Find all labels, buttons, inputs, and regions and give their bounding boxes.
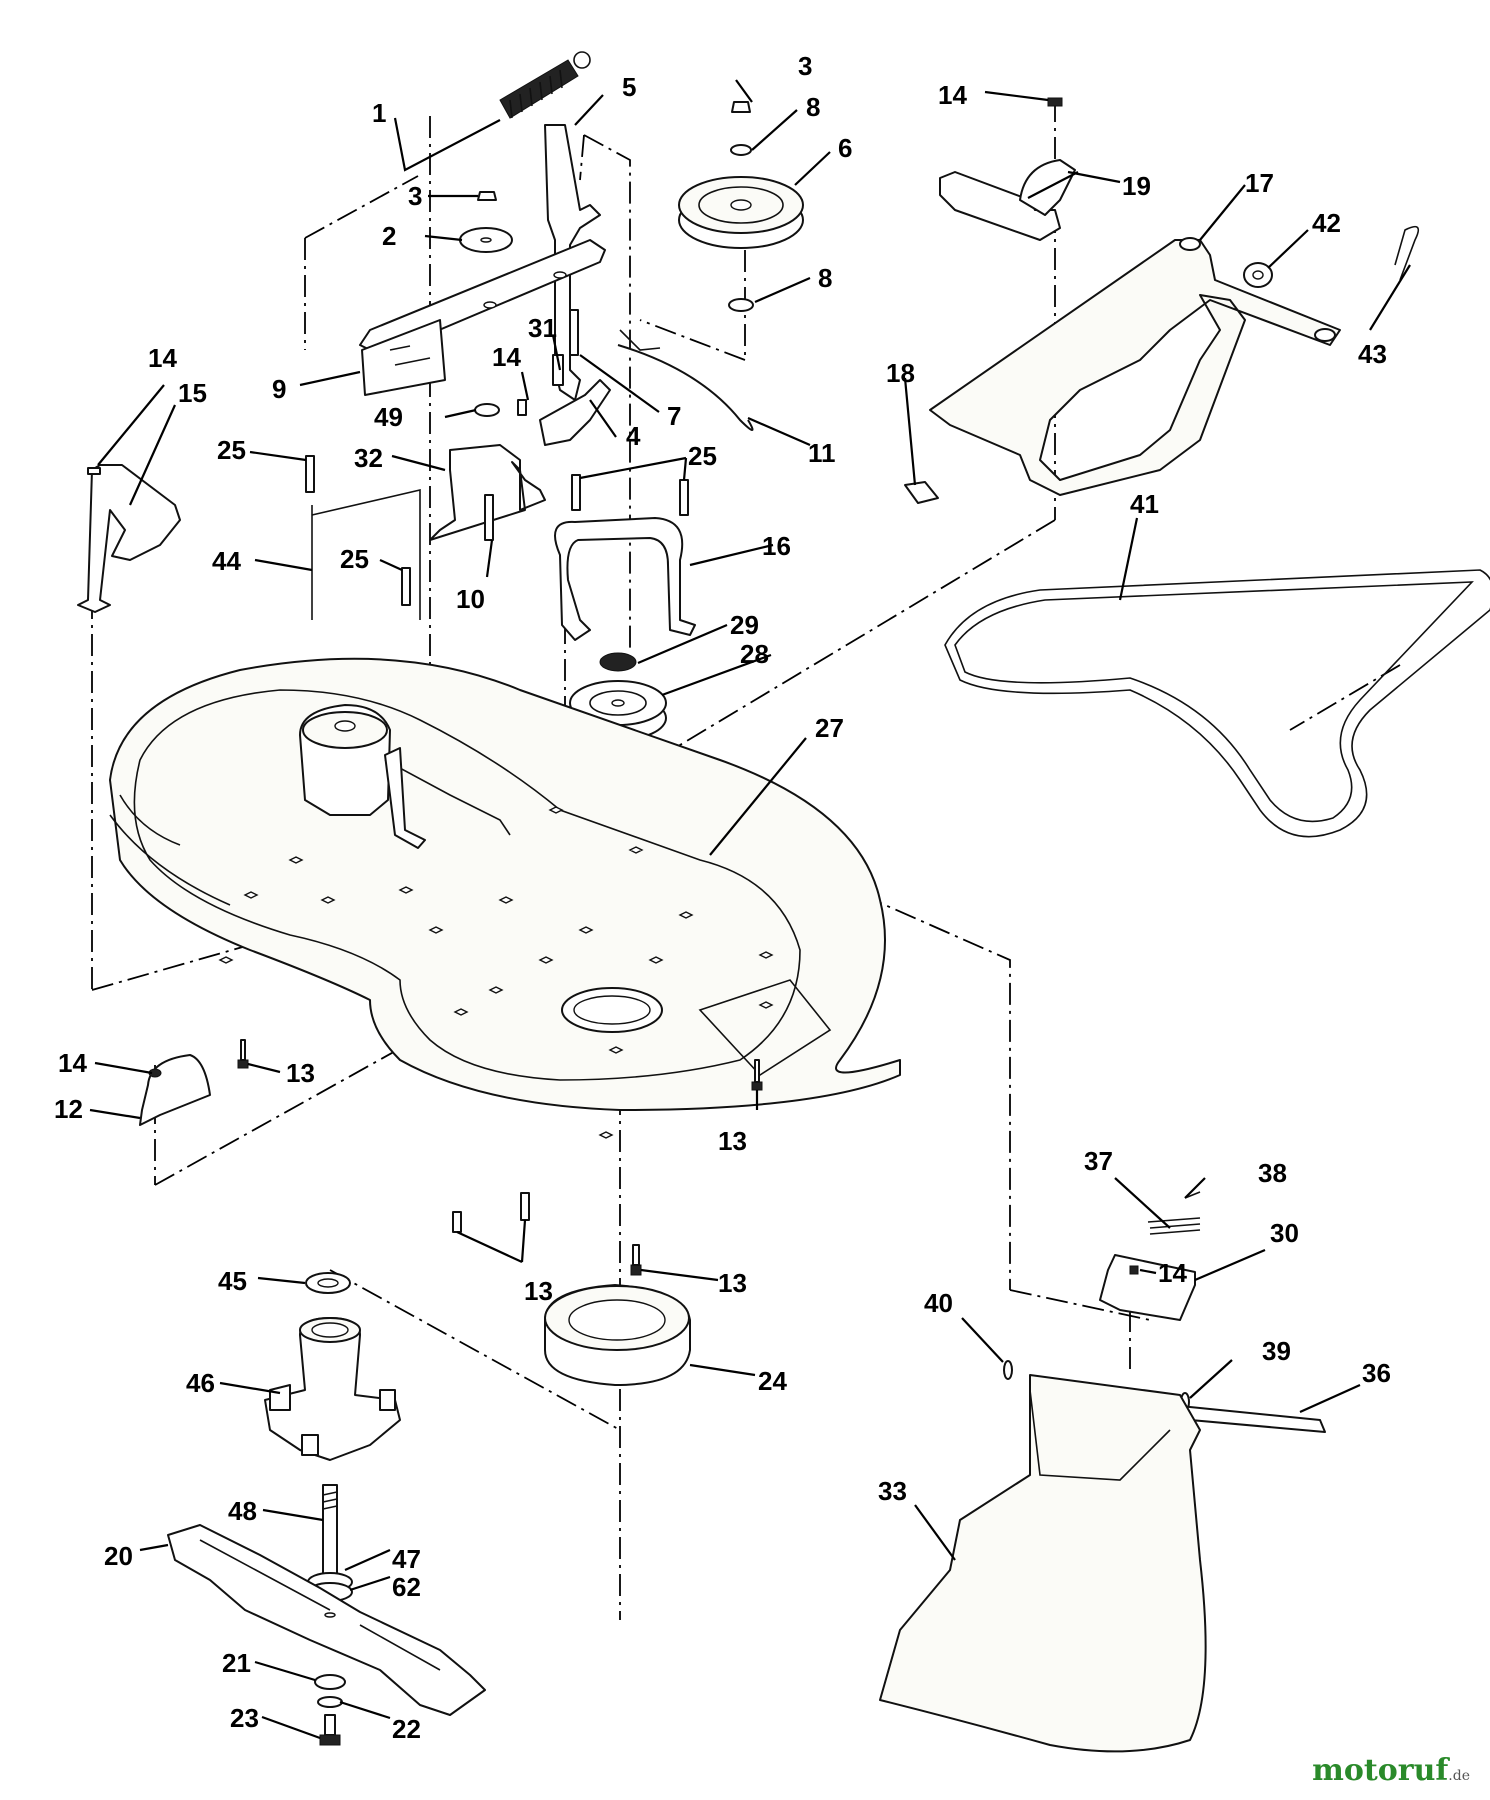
callout-8: 8 <box>818 263 832 293</box>
callout-17: 17 <box>1245 168 1274 198</box>
callout-19: 19 <box>1122 171 1151 201</box>
chute-door-hardware <box>1099 1191 1201 1321</box>
watermark-tld: .de <box>1448 1768 1470 1784</box>
callout-14: 14 <box>58 1048 87 1078</box>
callout-38: 38 <box>1258 1158 1287 1188</box>
callout-28: 28 <box>740 639 769 669</box>
idler-arm-assembly <box>359 124 606 401</box>
callout-14: 14 <box>492 342 521 372</box>
drive-belt-part <box>944 569 1490 838</box>
spring-part <box>499 51 591 119</box>
callout-14: 14 <box>938 80 967 110</box>
bracket-19 <box>939 97 1076 241</box>
callout-48: 48 <box>228 1496 257 1526</box>
callout-27: 27 <box>815 713 844 743</box>
callout-15: 15 <box>178 378 207 408</box>
callout-16: 16 <box>762 531 791 561</box>
callout-39: 39 <box>1262 1336 1291 1366</box>
bracket-16 <box>554 517 696 641</box>
handle-hardware <box>904 225 1420 504</box>
bolts-25 <box>305 455 689 606</box>
callout-29: 29 <box>730 610 759 640</box>
callout-40: 40 <box>924 1288 953 1318</box>
callout-25: 25 <box>340 544 369 574</box>
watermark-brand: motoruf <box>1312 1753 1449 1788</box>
callout-11: 11 <box>808 438 836 468</box>
callout-20: 20 <box>104 1541 133 1571</box>
callout-3: 3 <box>798 51 812 81</box>
mower-deck-part <box>109 657 901 1139</box>
callout-47: 47 <box>392 1544 421 1574</box>
callout-14: 14 <box>1158 1258 1187 1288</box>
callout-6: 6 <box>838 133 852 163</box>
callout-13: 13 <box>718 1126 747 1156</box>
callout-18: 18 <box>886 358 915 388</box>
callout-36: 36 <box>1362 1358 1391 1388</box>
callout-1: 1 <box>372 98 386 128</box>
bracket-32 <box>429 444 546 541</box>
cone-ring-part <box>544 1284 691 1386</box>
callout-30: 30 <box>1270 1218 1299 1248</box>
callout-49: 49 <box>374 402 403 432</box>
callout-24: 24 <box>758 1366 787 1396</box>
callout-23: 23 <box>230 1703 259 1733</box>
callout-31: 31 <box>528 313 557 343</box>
callout-3: 3 <box>408 181 422 211</box>
bracket-15 <box>77 464 181 613</box>
blade-part <box>167 1524 486 1716</box>
leader-lines <box>89 79 1411 1740</box>
handle-17 <box>929 237 1341 496</box>
blade-hardware <box>314 1674 346 1746</box>
spindle-shaft-part <box>307 1484 353 1602</box>
callout-22: 22 <box>392 1714 421 1744</box>
callout-25: 25 <box>688 441 717 471</box>
callout-33: 33 <box>878 1476 907 1506</box>
callout-13: 13 <box>286 1058 315 1088</box>
callout-62: 62 <box>392 1572 421 1602</box>
callout-9: 9 <box>272 374 286 404</box>
callout-14: 14 <box>148 343 177 373</box>
callout-44: 44 <box>212 546 241 576</box>
spindle-housing-part <box>264 1272 401 1461</box>
bracket-12 <box>139 1039 763 1276</box>
watermark-logo: motoruf.de <box>1312 1753 1470 1788</box>
discharge-chute-part <box>879 1374 1207 1753</box>
callout-10: 10 <box>456 584 485 614</box>
callout-13: 13 <box>524 1276 553 1306</box>
small-hardware <box>474 309 754 446</box>
callout-37: 37 <box>1084 1146 1113 1176</box>
callout-41: 41 <box>1130 489 1159 519</box>
callout-5: 5 <box>622 72 636 102</box>
rod-44 <box>311 488 421 620</box>
washer-part <box>459 191 513 253</box>
callout-7: 7 <box>667 401 681 431</box>
callout-25: 25 <box>217 435 246 465</box>
callout-43: 43 <box>1358 339 1387 369</box>
callout-13: 13 <box>718 1268 747 1298</box>
callout-4: 4 <box>626 421 641 451</box>
idler-pulley-part <box>678 101 804 312</box>
callout-42: 42 <box>1312 208 1341 238</box>
callout-12: 12 <box>54 1094 83 1124</box>
callout-2: 2 <box>382 221 396 251</box>
callout-21: 21 <box>222 1648 251 1678</box>
callout-labels: 1 2 3 3 5 8 6 8 9 14 31 7 4 49 32 11 25 … <box>54 51 1391 1744</box>
callout-8: 8 <box>806 92 820 122</box>
callout-46: 46 <box>186 1368 215 1398</box>
callout-45: 45 <box>218 1266 247 1296</box>
callout-32: 32 <box>354 443 383 473</box>
